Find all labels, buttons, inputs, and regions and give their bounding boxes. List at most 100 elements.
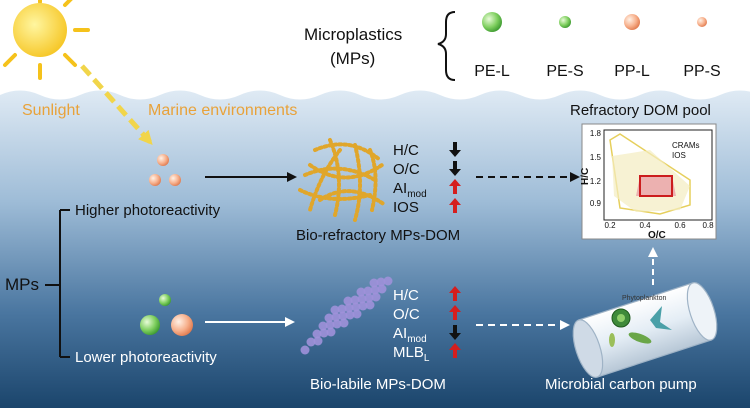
inset-y-tick: 1.2 xyxy=(590,177,602,186)
bio-labile-label: Bio-labile MPs-DOM xyxy=(310,376,446,393)
refractory-pool-title: Refractory DOM pool xyxy=(570,102,711,119)
labile-dot xyxy=(352,309,362,319)
labile-dot xyxy=(344,303,354,313)
inset-cram-box xyxy=(639,175,673,197)
labile-dot xyxy=(377,284,387,294)
mp-bead-pp-l xyxy=(624,14,640,30)
inset-legend-ios: IOS xyxy=(672,151,686,160)
sun-icon xyxy=(3,0,90,80)
inset-xlabel: O/C xyxy=(648,230,666,241)
dom-strand xyxy=(368,148,378,212)
labile-dot xyxy=(369,278,379,288)
labile-dot xyxy=(363,286,373,296)
labile-dot xyxy=(306,337,316,347)
arrow-down-icon xyxy=(449,161,461,176)
labile-dot xyxy=(330,305,340,315)
labile-dot xyxy=(357,294,367,304)
microplastics-title: Microplastics xyxy=(304,25,402,44)
bio-refractory-label: Bio-refractory MPs-DOM xyxy=(296,227,460,244)
sky-area xyxy=(0,0,750,95)
labile-dot xyxy=(351,302,361,312)
labile-dot xyxy=(332,319,342,329)
mp-bead-pp-s xyxy=(697,17,707,27)
arrow-up-icon xyxy=(449,198,461,213)
inset-y-tick: 1.5 xyxy=(590,153,602,162)
inset-legend-crams: CRAMs xyxy=(672,141,700,150)
microbial-pump-tube xyxy=(572,282,718,378)
mp-type-label: PP-S xyxy=(683,63,720,80)
microbial-pump-label: Microbial carbon pump xyxy=(545,376,697,393)
index-label: H/C xyxy=(393,142,419,159)
labile-dot xyxy=(338,311,348,321)
mp-type-label: PP-L xyxy=(614,63,650,80)
labile-dot xyxy=(370,285,380,295)
labile-dom-dots xyxy=(300,276,393,355)
labile-dot xyxy=(350,295,360,305)
mp-type-label: PE-S xyxy=(546,63,583,80)
labile-dot xyxy=(343,296,353,306)
index-label: O/C xyxy=(393,306,420,323)
phytoplankton-icon xyxy=(609,306,672,347)
inset-x-tick: 0.2 xyxy=(604,221,616,230)
labile-dot xyxy=(358,301,368,311)
mps-bracket xyxy=(45,209,70,358)
index-label: MLBL xyxy=(393,344,430,364)
labile-dot xyxy=(300,345,310,355)
microplastics-abbrev: (MPs) xyxy=(330,49,375,68)
labile-dot xyxy=(337,304,347,314)
inset-envelope xyxy=(609,133,691,215)
inset-x-tick: 0.6 xyxy=(674,221,686,230)
index-label: H/C xyxy=(393,287,419,304)
labile-dot xyxy=(383,276,393,286)
mp-bead-pe-l xyxy=(482,12,502,32)
sunlight-label: Sunlight xyxy=(22,102,80,119)
labile-dot xyxy=(326,327,336,337)
dom-strand xyxy=(298,188,372,201)
arrow-down-icon xyxy=(449,142,461,157)
arrow-up-icon xyxy=(449,305,461,320)
labile-dot xyxy=(324,313,334,323)
labile-dot xyxy=(313,336,323,346)
mp-bead-pe-s xyxy=(559,16,571,28)
dom-strand xyxy=(313,142,382,162)
labile-dot xyxy=(318,321,328,331)
labile-dot xyxy=(356,287,366,297)
labile-dot xyxy=(376,277,386,287)
mp-type-legend: PE-L PE-S PP-L PP-S xyxy=(474,12,721,80)
labile-dot xyxy=(331,312,341,322)
labile-dot xyxy=(312,329,322,339)
lower-photoreactivity-label: Lower photoreactivity xyxy=(75,349,217,366)
index-label: IOS xyxy=(393,199,419,216)
inset-cram-region xyxy=(636,176,676,196)
labile-dot xyxy=(325,320,335,330)
lower-bead-cluster xyxy=(140,294,193,336)
upper-bead-cluster xyxy=(149,154,181,186)
index-label: O/C xyxy=(393,161,420,178)
mp-type-label: PE-L xyxy=(474,63,510,80)
dom-strand xyxy=(353,143,362,222)
higher-photoreactivity-label: Higher photoreactivity xyxy=(75,202,221,219)
index-label: AImod xyxy=(393,180,427,200)
phytoplankton-label: Phytoplankton xyxy=(622,295,666,302)
labile-dot xyxy=(371,292,381,302)
inset-x-tick: 0.4 xyxy=(639,221,651,230)
inset-y-tick: 1.8 xyxy=(590,129,602,138)
inset-y-tick: 0.9 xyxy=(590,199,602,208)
dom-strand xyxy=(308,163,384,180)
labile-dot xyxy=(339,318,349,328)
arrow-down-icon xyxy=(449,325,461,340)
dom-strand xyxy=(308,148,342,212)
arrow-up-icon xyxy=(449,286,461,301)
arrow-up-icon xyxy=(449,179,461,194)
arrow-up-icon xyxy=(449,343,461,358)
header-brace xyxy=(437,11,456,81)
labile-dot xyxy=(364,293,374,303)
marine-environments-label: Marine environments xyxy=(148,102,297,119)
labile-dot xyxy=(319,328,329,338)
refractory-dom-strands xyxy=(298,138,387,222)
inset-x-tick: 0.8 xyxy=(702,221,714,230)
